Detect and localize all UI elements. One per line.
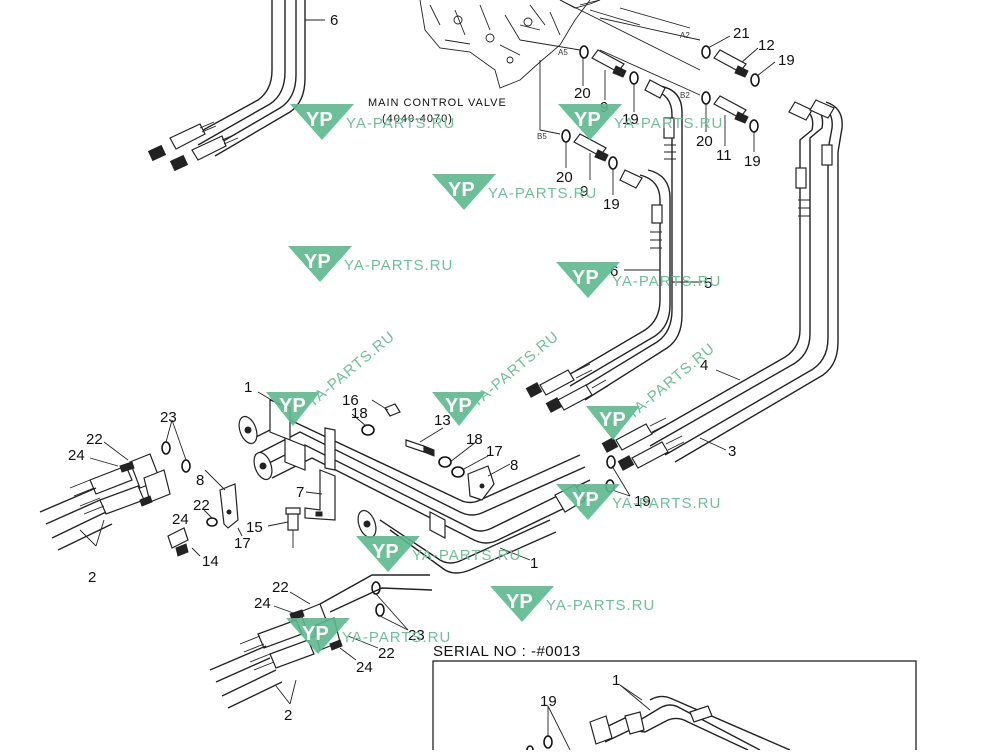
callout-2-a: 2 xyxy=(88,569,96,586)
callout-6-top: 6 xyxy=(330,12,338,29)
port-label-a5: A5 xyxy=(558,48,568,57)
watermark-12: YP YA-PARTS.RU xyxy=(286,618,451,654)
callout-18-a: 18 xyxy=(351,405,368,422)
callout-18-b: 18 xyxy=(466,431,483,448)
port-label-b5: B5 xyxy=(537,132,547,141)
svg-text:YA-PARTS.RU: YA-PARTS.RU xyxy=(612,495,721,512)
callout-17-a: 17 xyxy=(486,443,503,460)
callout-20-c: 20 xyxy=(556,169,573,186)
serial-number-label: SERIAL NO : -#0013 xyxy=(433,643,581,660)
svg-text:YP: YP xyxy=(574,109,601,131)
fitting-group-b2 xyxy=(599,49,759,152)
watermark-10: YP YA-PARTS.RU xyxy=(356,536,521,572)
main-control-valve xyxy=(419,0,701,89)
svg-text:YP: YP xyxy=(306,109,333,131)
callout-24-d: 24 xyxy=(356,659,373,676)
port-label-b2: B2 xyxy=(680,91,690,100)
fitting-group-b5 xyxy=(539,60,618,195)
callout-24-c: 24 xyxy=(254,595,271,612)
watermark-11: YP YA-PARTS.RU xyxy=(490,586,655,622)
callout-23-a: 23 xyxy=(160,409,177,426)
svg-text:YP: YP xyxy=(445,395,472,417)
callout-9-b: 9 xyxy=(580,183,588,200)
pipe-assembly-lower xyxy=(161,391,631,617)
callout-8-a: 8 xyxy=(510,457,518,474)
callout-15: 15 xyxy=(246,519,263,536)
watermark-2: YP YA-PARTS.RU xyxy=(558,104,723,140)
svg-text:YP: YP xyxy=(572,267,599,289)
svg-text:YP: YP xyxy=(302,623,329,645)
callout-19-e: 19 xyxy=(634,493,651,510)
callout-16: 16 xyxy=(342,392,359,409)
callout-4: 4 xyxy=(700,357,708,374)
svg-text:YP: YP xyxy=(572,489,599,511)
callout-20-a: 20 xyxy=(574,85,591,102)
callout-1-c: 1 xyxy=(612,672,620,689)
callout-19-f: 19 xyxy=(540,693,557,710)
callout-22-c: 22 xyxy=(272,579,289,596)
callout-12: 12 xyxy=(758,37,775,54)
port-label-a2: A2 xyxy=(680,31,690,40)
callout-8-b: 8 xyxy=(196,472,204,489)
svg-text:YA-PARTS.RU: YA-PARTS.RU xyxy=(614,115,723,132)
callout-19-c: 19 xyxy=(744,153,761,170)
svg-text:YA-PARTS.RU: YA-PARTS.RU xyxy=(624,340,719,423)
callout-5: 5 xyxy=(704,275,712,292)
watermark-1: YP YA-PARTS.RU xyxy=(290,104,455,140)
callout-19-d: 19 xyxy=(603,196,620,213)
callout-14: 14 xyxy=(202,553,219,570)
watermark-7: YP YA-PARTS.RU xyxy=(432,328,562,426)
svg-text:YP: YP xyxy=(448,179,475,201)
svg-text:YA-PARTS.RU: YA-PARTS.RU xyxy=(344,257,453,274)
svg-text:YA-PARTS.RU: YA-PARTS.RU xyxy=(342,629,451,646)
svg-text:YA-PARTS.RU: YA-PARTS.RU xyxy=(412,547,521,564)
watermark-9: YP YA-PARTS.RU xyxy=(556,484,721,520)
callout-3: 3 xyxy=(728,443,736,460)
hose-6-5-middle xyxy=(525,79,702,413)
serial-inset xyxy=(432,660,917,755)
watermark-4: YP YA-PARTS.RU xyxy=(288,246,453,282)
svg-text:YP: YP xyxy=(279,395,306,417)
watermark-5: YP YA-PARTS.RU xyxy=(556,262,721,298)
callout-2-b: 2 xyxy=(284,707,292,724)
callout-21: 21 xyxy=(733,25,750,42)
callout-1-a: 1 xyxy=(244,379,252,396)
callout-22-b: 22 xyxy=(193,497,210,514)
callout-19-a: 19 xyxy=(778,52,795,69)
svg-text:YA-PARTS.RU: YA-PARTS.RU xyxy=(612,273,721,290)
callout-13: 13 xyxy=(434,412,451,429)
svg-text:YP: YP xyxy=(599,409,626,431)
fitting-group-a5 xyxy=(519,39,639,112)
callout-1-b: 1 xyxy=(530,555,538,572)
callout-22-a: 22 xyxy=(86,431,103,448)
svg-text:YA-PARTS.RU: YA-PARTS.RU xyxy=(546,597,655,614)
watermark-3: YP YA-PARTS.RU xyxy=(432,174,597,210)
watermark-6: YP YA-PARTS.RU xyxy=(266,328,398,426)
callout-19-b: 19 xyxy=(622,111,639,128)
callout-7: 7 xyxy=(296,484,304,501)
callout-20-b: 20 xyxy=(696,133,713,150)
svg-text:YA-PARTS.RU: YA-PARTS.RU xyxy=(346,115,455,132)
svg-text:YP: YP xyxy=(506,591,533,613)
fitting-group-a2 xyxy=(559,0,776,87)
svg-text:YP: YP xyxy=(304,251,331,273)
hose-4-3-right xyxy=(601,99,843,471)
callout-23-b: 23 xyxy=(408,627,425,644)
hose-2-upper xyxy=(39,441,171,551)
diagram-title: MAIN CONTROL VALVE xyxy=(368,97,507,109)
svg-text:YA-PARTS.RU: YA-PARTS.RU xyxy=(468,328,563,411)
callout-6-mid: 6 xyxy=(610,263,618,280)
hose-6-top xyxy=(147,0,325,172)
callout-24-b: 24 xyxy=(172,511,189,528)
svg-text:YP: YP xyxy=(372,541,399,563)
callout-17-b: 17 xyxy=(234,535,251,552)
diagram-subtitle: (4040-4070) xyxy=(382,113,453,125)
callout-24-a: 24 xyxy=(68,447,85,464)
callout-22-d: 22 xyxy=(378,645,395,662)
callout-11: 11 xyxy=(716,147,732,164)
svg-text:YA-PARTS.RU: YA-PARTS.RU xyxy=(488,185,597,202)
